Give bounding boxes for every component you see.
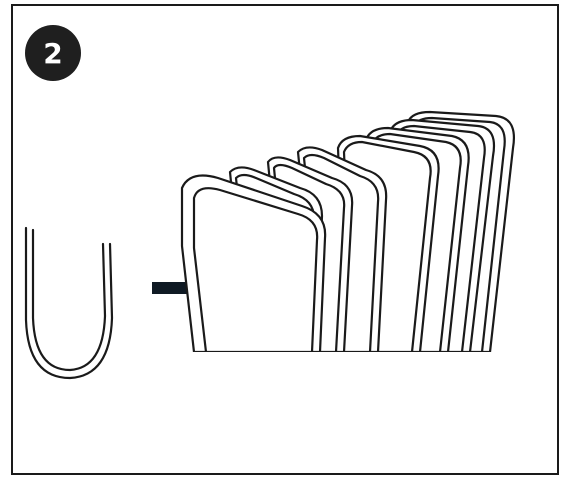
radiator-fins-icon <box>180 110 515 354</box>
step-number-badge: 2 <box>25 25 81 81</box>
u-clip-icon <box>24 226 114 380</box>
step-number: 2 <box>43 36 63 70</box>
fin-base-mask <box>160 352 540 362</box>
